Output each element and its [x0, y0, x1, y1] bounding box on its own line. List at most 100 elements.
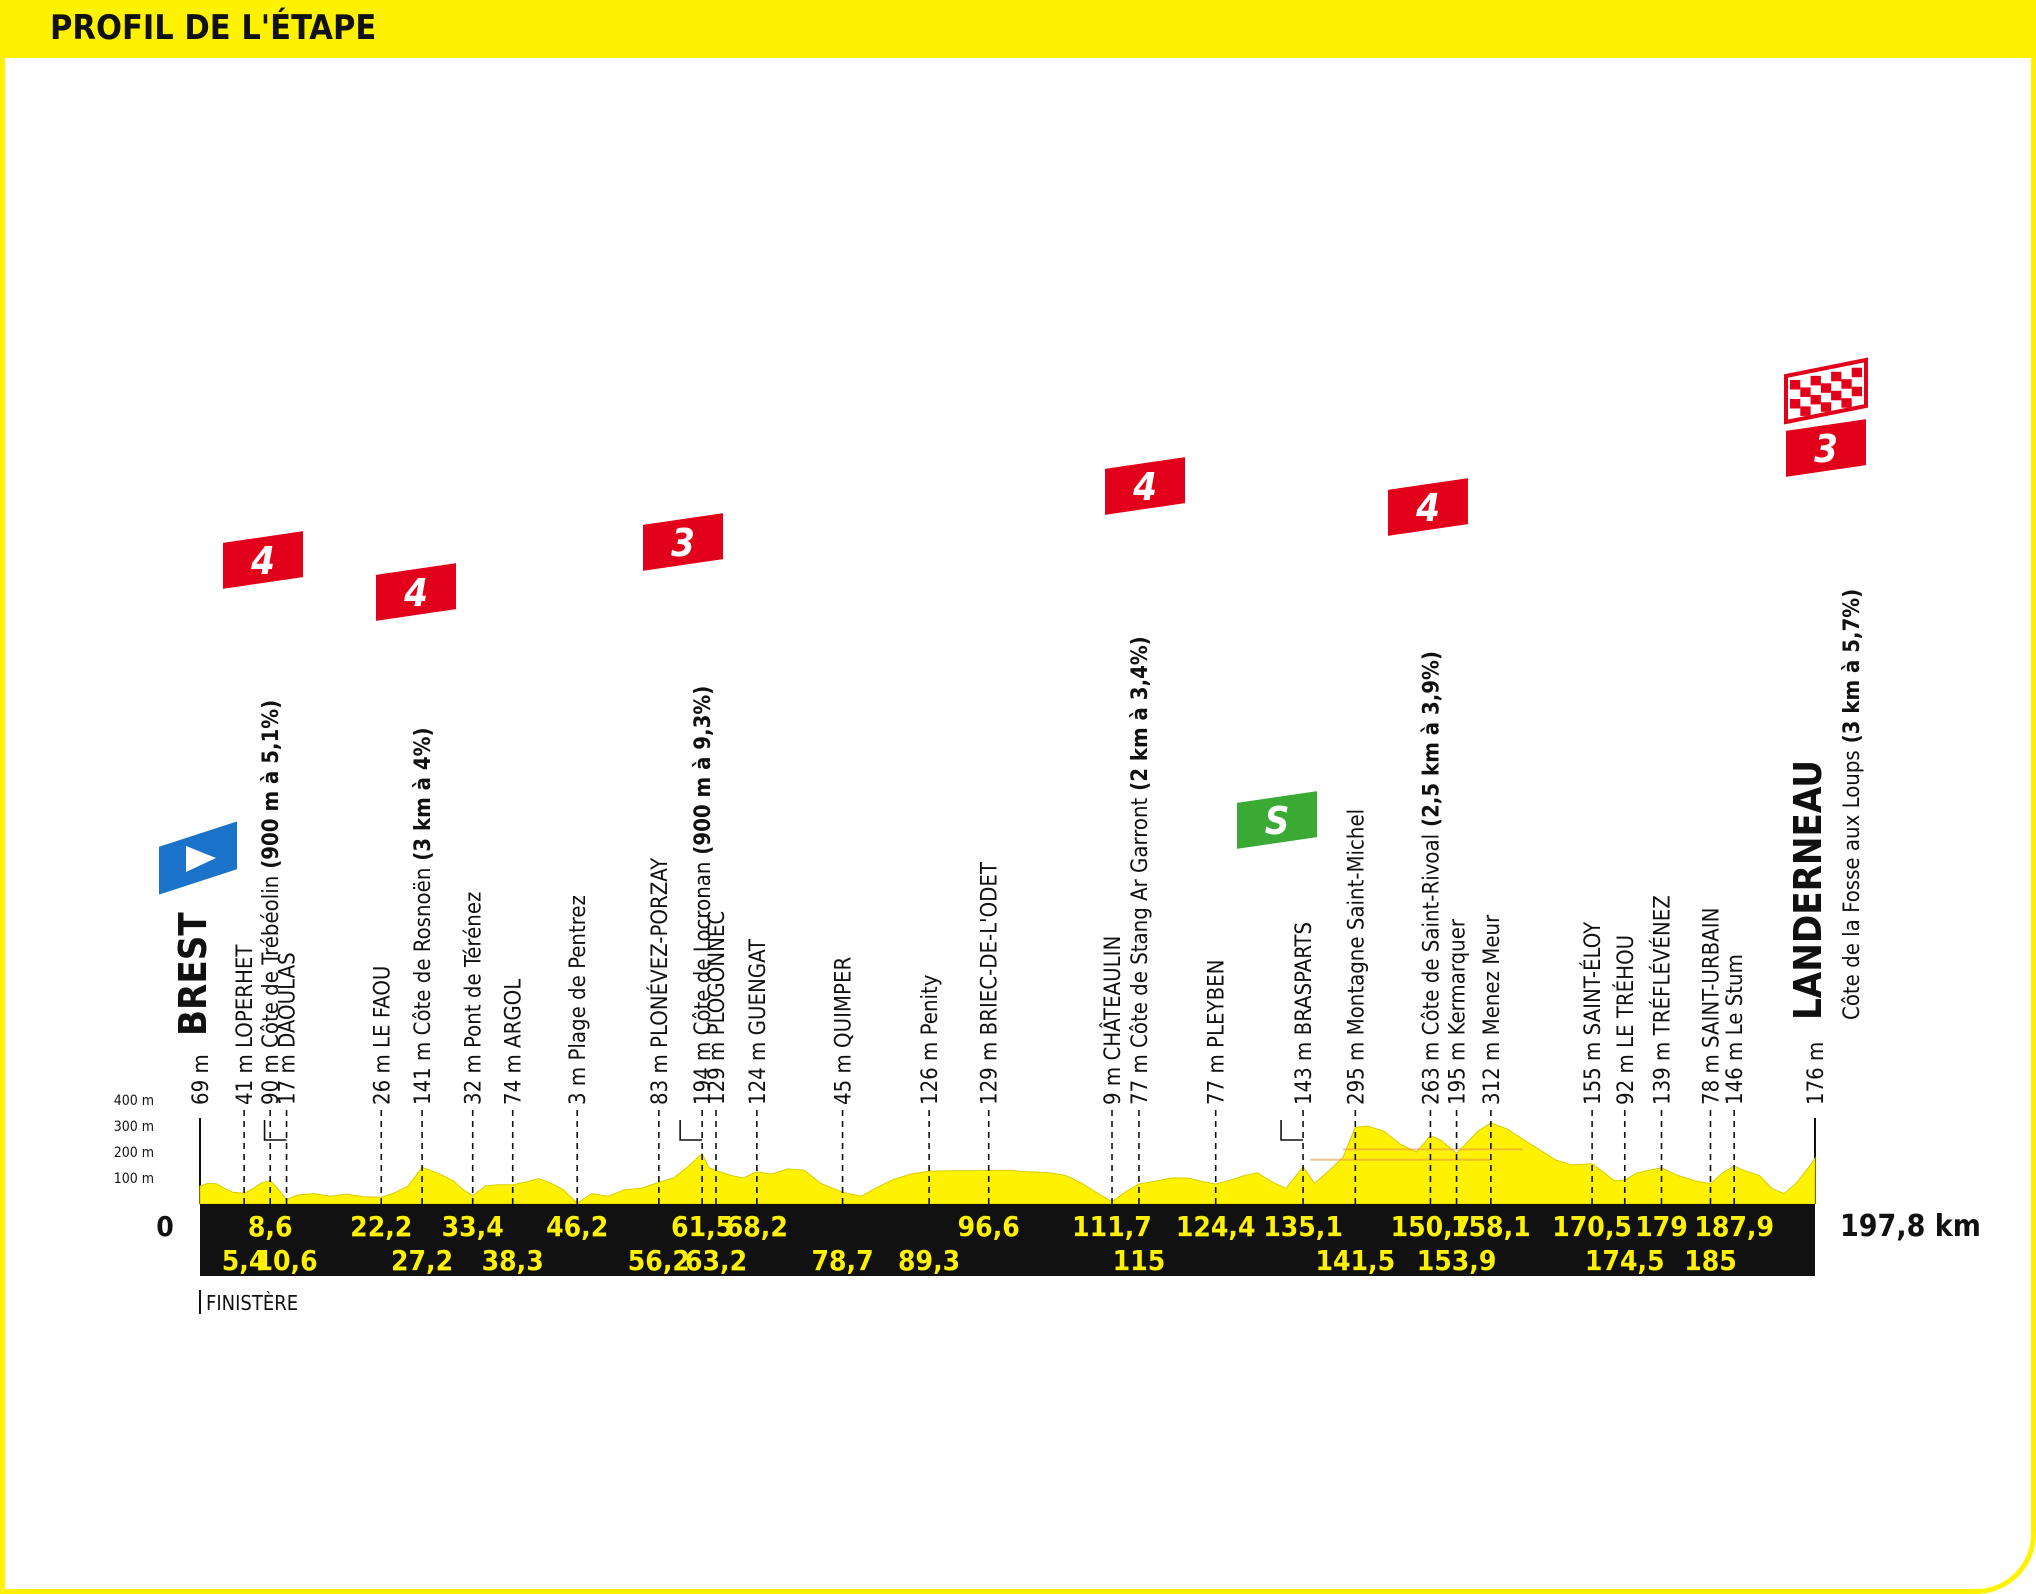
- location-altitude: 129 m: [705, 1035, 730, 1105]
- location-label: 312 m Menez Meur: [1480, 914, 1505, 1105]
- leader-elbow: [263, 1120, 287, 1141]
- checker-cell: [1820, 402, 1832, 412]
- sprint-badge-text: S: [1265, 799, 1290, 843]
- location-altitude: 32 m: [462, 1048, 487, 1105]
- location-altitude: 90 m: [259, 1048, 284, 1105]
- y-tick-label: 200 m: [114, 1145, 154, 1161]
- km-label: 135,1: [1263, 1210, 1343, 1243]
- location-altitude: 45 m: [832, 1048, 857, 1105]
- climb-badge-text: 3: [1814, 427, 1838, 471]
- y-tick-label: 400 m: [114, 1093, 154, 1109]
- location-name: BRASPARTS: [1292, 922, 1317, 1035]
- km-label: 153,9: [1417, 1244, 1497, 1277]
- km-label: 78,7: [811, 1244, 873, 1277]
- location-name: CHÂTEAULIN: [1100, 936, 1126, 1061]
- location-label: 139 m TRÉFLÉVÉNEZ: [1650, 895, 1676, 1105]
- y-tick-label: 100 m: [114, 1171, 154, 1187]
- km-label: 10,6: [255, 1244, 317, 1277]
- km-label: 96,6: [958, 1210, 1020, 1243]
- location-label: 45 m QUIMPER: [832, 957, 857, 1105]
- km-label: 5,4: [222, 1244, 267, 1277]
- location-altitude: 92 m: [1614, 1048, 1639, 1105]
- location-altitude: 77 m: [1128, 1048, 1153, 1105]
- start-badge: [157, 818, 239, 898]
- location-label: 32 m Pont de Térénez: [462, 892, 487, 1105]
- km-label: 185: [1684, 1244, 1737, 1277]
- km-label: 158,1: [1451, 1210, 1531, 1243]
- location-label: 26 m LE FAOU: [370, 966, 395, 1105]
- location-label: 195 m Kermarquer: [1446, 918, 1471, 1105]
- location-altitude: 143 m: [1292, 1035, 1317, 1105]
- location-label: 78 m SAINT-URBAIN: [1699, 908, 1724, 1105]
- checker-cell: [1851, 367, 1862, 378]
- climb-detail: (2 km à 3,4%): [1128, 636, 1153, 797]
- km-label: 124,4: [1176, 1210, 1256, 1243]
- climb-badge-shape: [1784, 416, 1868, 480]
- location-altitude: 194 m: [691, 1035, 716, 1105]
- km-label: 68,2: [726, 1210, 788, 1243]
- location-altitude: 155 m: [1581, 1035, 1606, 1105]
- leader-lines: [243, 1110, 1735, 1204]
- profile-area: [199, 1122, 1816, 1205]
- leader-elbow: [1280, 1120, 1304, 1141]
- location-altitude: 83 m: [648, 1048, 673, 1105]
- location-altitude: 77 m: [1205, 1048, 1230, 1105]
- climb-detail: (900 m à 5,1%): [259, 700, 284, 876]
- location-name: Penity: [918, 974, 943, 1035]
- location-name: TRÉFLÉVÉNEZ: [1650, 895, 1676, 1036]
- checker-cell: [1851, 386, 1862, 397]
- page-title: PROFIL DE L'ÉTAPE: [50, 8, 377, 48]
- checker-cell: [1810, 375, 1821, 386]
- km-label: 174,5: [1585, 1244, 1665, 1277]
- location-label: 90 m Côte de Trébéolin (900 m à 5,1%): [259, 700, 284, 1105]
- km-label: 170,5: [1552, 1210, 1632, 1243]
- location-altitude: 126 m: [918, 1035, 943, 1105]
- location-altitude: 129 m: [978, 1035, 1003, 1105]
- location-label: 92 m LE TRÉHOU: [1613, 935, 1639, 1105]
- checker-cell: [1800, 387, 1811, 397]
- location-altitude: 26 m: [370, 1048, 395, 1105]
- location-label: 83 m PLONÉVEZ-PORZAY: [647, 857, 673, 1105]
- location-label: 129 m BRIEC-DE-L'ODET: [978, 861, 1003, 1105]
- location-altitude: 78 m: [1699, 1048, 1724, 1105]
- location-name: Pont de Térénez: [462, 892, 487, 1048]
- climb-badge: 3: [1784, 416, 1868, 480]
- location-name: LE TRÉHOU: [1613, 935, 1639, 1048]
- climb-detail: (900 m à 9,3%): [691, 686, 716, 862]
- location-label: 155 m SAINT-ÉLOY: [1580, 921, 1606, 1105]
- location-name: QUIMPER: [832, 957, 857, 1048]
- km-label: 141,5: [1315, 1244, 1395, 1277]
- location-name: Le Stum: [1723, 954, 1748, 1035]
- location-altitude: 141 m: [411, 1035, 436, 1105]
- location-label: 9 m CHÂTEAULIN: [1100, 936, 1126, 1105]
- climb-badge-shape: [641, 510, 725, 574]
- location-name: SAINT-URBAIN: [1699, 908, 1724, 1048]
- climb-badge-shape: [221, 528, 305, 592]
- km-label: 22,2: [350, 1210, 412, 1243]
- checker-cell: [1820, 383, 1832, 393]
- climb-badge-shape: [1103, 454, 1187, 518]
- location-label: 77 m PLEYBEN: [1205, 960, 1230, 1105]
- checker-cell: [1831, 390, 1842, 401]
- checker-cell: [1831, 371, 1842, 382]
- location-altitude: 41 m: [233, 1048, 258, 1105]
- location-name: Plage de Pentrez: [566, 895, 591, 1060]
- start-arrow-icon: [186, 846, 216, 872]
- location-label: 3 m Plage de Pentrez: [566, 895, 591, 1105]
- km-total-label: 197,8 km: [1840, 1209, 1981, 1244]
- km-label: 56,2: [628, 1244, 690, 1277]
- location-label-major: BREST: [171, 912, 215, 1036]
- location-altitude: 3 m: [566, 1061, 591, 1105]
- location-name: Côte de Stang Ar Garront: [1128, 797, 1153, 1048]
- location-name: Côte de Locronan: [691, 862, 716, 1036]
- location-label: 141 m Côte de Rosnoën (3 km à 4%): [411, 727, 436, 1105]
- km-label: 33,4: [442, 1210, 504, 1243]
- location-altitude: 74 m: [502, 1048, 527, 1105]
- y-tick-label: 300 m: [114, 1119, 154, 1135]
- location-label: 41 m LOPERHET: [233, 944, 258, 1105]
- climb-badge-text: 3: [671, 521, 695, 565]
- location-name: ARGOL: [502, 979, 527, 1048]
- location-name: LOPERHET: [233, 944, 258, 1048]
- location-name: Montagne Saint-Michel: [1344, 809, 1369, 1036]
